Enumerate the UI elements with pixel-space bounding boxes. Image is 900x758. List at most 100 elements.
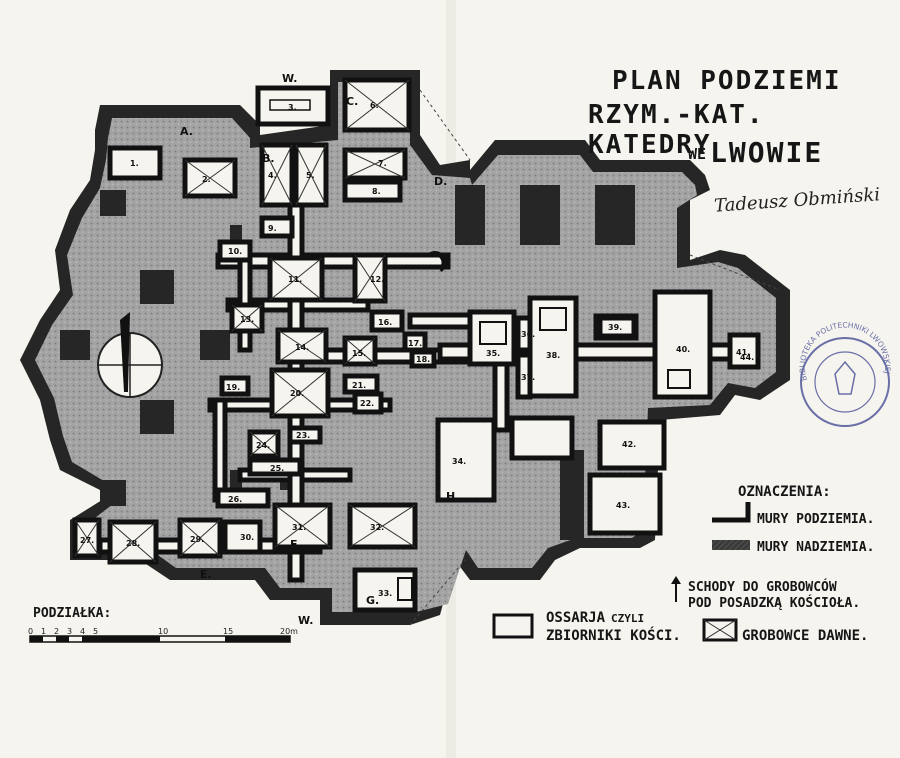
room-39b: [597, 315, 637, 339]
room-number-label: 31.: [292, 523, 306, 532]
room-number-label: 11.: [288, 275, 302, 284]
room-number-label: 22.: [360, 399, 374, 408]
room-number-label: 13.: [240, 315, 254, 324]
room-18: [409, 349, 437, 369]
room-number-label: 1.: [130, 159, 139, 168]
room-number-label: 26.: [228, 495, 242, 504]
room-10: [217, 239, 253, 263]
legend-old-tombs: GROBOWCE DAWNE.: [742, 628, 869, 644]
room-number-label: 43.: [616, 501, 630, 510]
scale-label: PODZIAŁKA:: [33, 606, 112, 621]
room-22: [352, 391, 384, 415]
room-number-label: 33.: [378, 589, 392, 598]
room-number-label: 40.: [676, 345, 690, 354]
room-number-label: 17.: [408, 339, 422, 348]
room-9: [259, 215, 295, 239]
room-33: [352, 567, 418, 613]
legend-ossuaries-line-1: OSSARJA CZYLI: [546, 610, 644, 626]
room-number-label: 18.: [416, 355, 430, 364]
area-letter-label: W.: [282, 72, 297, 85]
room-19: [219, 375, 251, 397]
room-number-label: 7.: [378, 159, 387, 168]
room-41: [727, 332, 761, 370]
legend-ossuaries-line-2: ZBIORNIKI KOŚCI.: [546, 628, 681, 644]
room-number-label: 38.: [546, 351, 560, 360]
room-36: [515, 315, 533, 353]
rooms: [72, 77, 761, 613]
room-30: [222, 519, 263, 555]
room-number-label: 32.: [370, 523, 384, 532]
room-42: [597, 419, 667, 471]
scale-tick-label: 5: [93, 627, 99, 636]
room-8: [342, 179, 403, 203]
scale-tick-label: 4: [80, 627, 86, 636]
library-stamp: BIBLIOTEKA POLITECHNIKI LWOWSKIEJ: [798, 322, 892, 427]
room-number-label: 20.: [290, 389, 304, 398]
legend-heading: OZNACZENIA:: [738, 484, 831, 500]
room-1: [107, 145, 163, 181]
scale-tick-label: 0: [28, 627, 34, 636]
room-number-label: 3.: [288, 103, 297, 112]
stair-chamber: [509, 415, 575, 461]
room-16: [369, 309, 405, 333]
compass-rose: [97, 312, 163, 398]
room-number-label: 21.: [352, 381, 366, 390]
room-number-label: 23.: [296, 431, 310, 440]
room-number-label: 2.: [202, 175, 211, 184]
room-number-label: 15.: [352, 349, 366, 358]
area-letter-label: B.: [262, 152, 275, 165]
room-25: [247, 457, 303, 477]
title-line-2: RZYM.-KAT. KATEDRY: [588, 100, 765, 160]
room-number-labels: 1.2.3.4.5.6.7.8.9.10.11.12.13.14.15.16.1…: [80, 101, 754, 598]
scale-tick-label: 20m: [280, 627, 298, 636]
room-number-label: 36.: [521, 330, 535, 339]
room-number-label: 29.: [190, 535, 204, 544]
room-number-label: 28.: [126, 539, 140, 548]
room-number-label: 39.: [608, 323, 622, 332]
room-23: [287, 425, 323, 445]
room-number-label: 24.: [256, 441, 270, 450]
room-number-label: 12.: [370, 275, 384, 284]
legend-stairs-line-2: POD POSADZKĄ KOŚCIOŁA.: [688, 596, 861, 611]
eagle-icon: [834, 360, 856, 395]
legend-above-wall-swatch: [712, 540, 750, 550]
legend-ossuary-swatch: [492, 613, 534, 639]
scale-bar: [29, 635, 291, 643]
legend-swatches: [492, 502, 751, 642]
pillars: [60, 185, 635, 540]
scale-tick-label: 10: [158, 627, 169, 636]
scale-tick-label: 2: [54, 627, 60, 636]
legend-stairs-line-1: SCHODY DO GROBOWCÓW: [688, 580, 837, 595]
room-number-label: 41.: [736, 348, 750, 357]
scale-tick-label: 1: [41, 627, 47, 636]
room-38: [527, 295, 579, 399]
room-43: [587, 472, 663, 536]
area-letter-labels: A.B.C.D.E.F.G.H.W.W.: [180, 72, 459, 627]
room-number-label: 42.: [622, 440, 636, 449]
room-40: [652, 289, 713, 400]
legend-underground-walls: MURY PODZIEMIA.: [757, 512, 875, 527]
area-letter-label: E.: [200, 568, 212, 581]
scale-tick-label: 3: [67, 627, 73, 636]
room-number-label: 30.: [240, 533, 254, 542]
room-number-label: 37.: [521, 373, 535, 382]
legend-ossuaries-word: OSSARJA: [546, 610, 606, 626]
room-number-label: 44.: [740, 353, 754, 362]
room-34: [435, 417, 497, 503]
room-number-label: 5.: [306, 171, 315, 180]
room-number-label: 6.: [370, 101, 379, 110]
dashed-lines: [409, 89, 781, 626]
scale-tick-label: 15: [223, 627, 234, 636]
room-number-label: 35.: [486, 349, 500, 358]
legend-above-walls: MURY NADZIEMIA.: [757, 540, 875, 555]
room-number-label: 16.: [378, 318, 392, 327]
area-letter-label: H.: [446, 490, 459, 503]
room-number-label: 4.: [268, 171, 277, 180]
room-number-label: 34.: [452, 457, 466, 466]
area-letter-label: C.: [346, 95, 358, 108]
room-3: [255, 85, 331, 127]
legend-ossuaries-czyli: CZYLI: [611, 612, 645, 625]
